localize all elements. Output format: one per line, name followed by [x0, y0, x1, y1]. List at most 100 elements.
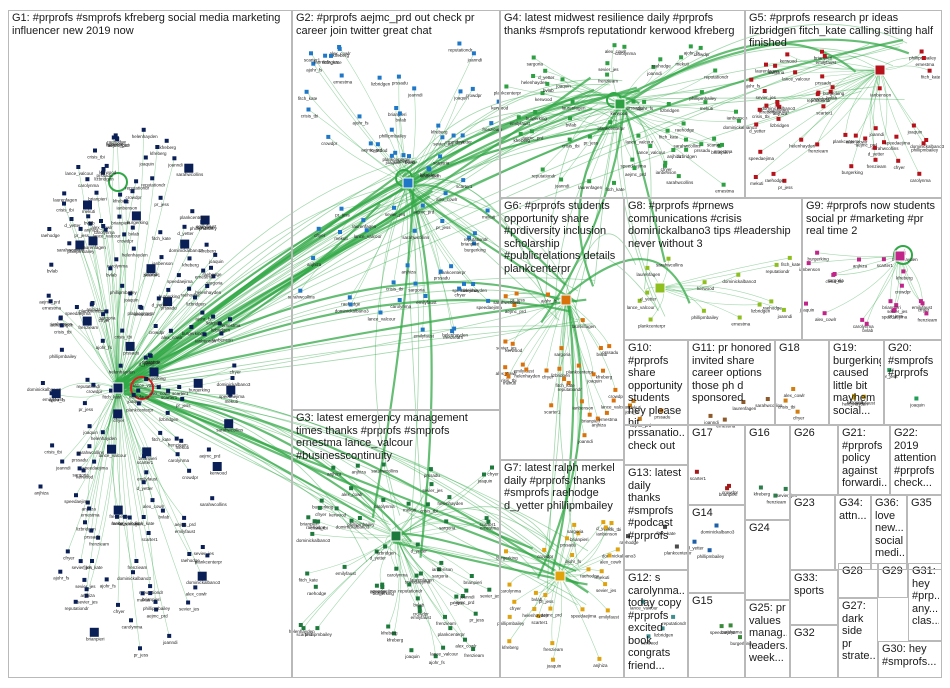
node-g4[interactable]	[703, 100, 708, 105]
node-g2[interactable]	[316, 226, 321, 231]
node-g3[interactable]	[342, 564, 347, 569]
node-g1[interactable]	[193, 295, 197, 300]
node-g2[interactable]	[457, 286, 462, 291]
node-g9[interactable]	[924, 311, 929, 316]
node-g2[interactable]	[460, 133, 465, 138]
node-g7[interactable]	[570, 553, 575, 557]
node-g1[interactable]	[219, 331, 224, 336]
node-g1[interactable]	[128, 291, 133, 296]
node-g1[interactable]	[88, 236, 98, 246]
node-g4[interactable]	[688, 44, 693, 49]
node-g7[interactable]	[507, 582, 512, 587]
node-g8[interactable]	[781, 307, 786, 312]
node-g1[interactable]	[38, 484, 43, 489]
node-g2[interactable]	[472, 231, 477, 236]
node-g1[interactable]	[228, 392, 233, 397]
node-g4[interactable]	[631, 99, 636, 104]
node-g1[interactable]	[116, 602, 120, 607]
node-g2[interactable]	[472, 241, 476, 246]
node-g1[interactable]	[76, 451, 81, 456]
node-g7[interactable]	[551, 657, 555, 662]
node-g6[interactable]	[559, 346, 564, 351]
node-g6[interactable]	[514, 291, 519, 296]
node-g1[interactable]	[84, 593, 89, 598]
node-g9[interactable]	[918, 299, 923, 304]
node-g1[interactable]	[94, 190, 99, 195]
node-g8[interactable]	[769, 299, 774, 304]
node-g5[interactable]	[863, 136, 868, 141]
node-g3[interactable]	[433, 654, 438, 659]
node-g9[interactable]	[901, 269, 906, 274]
node-g1[interactable]	[175, 452, 180, 457]
node-g2[interactable]	[449, 264, 454, 269]
node-g1[interactable]	[159, 255, 164, 260]
node-g8[interactable]	[701, 308, 706, 313]
node-g4[interactable]	[684, 137, 688, 142]
hub-node-g6[interactable]	[560, 294, 572, 306]
node-g5[interactable]	[921, 56, 926, 60]
node-g1[interactable]	[131, 570, 135, 575]
node-g15[interactable]	[719, 624, 724, 629]
node-g7[interactable]	[550, 641, 555, 646]
node-g1[interactable]	[100, 338, 105, 343]
node-g4[interactable]	[608, 120, 613, 125]
node-g3[interactable]	[301, 626, 306, 631]
node-g3[interactable]	[447, 495, 452, 500]
node-g2[interactable]	[389, 127, 394, 132]
node-g1[interactable]	[187, 468, 192, 473]
node-g5[interactable]	[775, 102, 780, 107]
node-g1[interactable]	[184, 163, 194, 173]
node-g1[interactable]	[217, 321, 222, 326]
node-g1[interactable]	[88, 221, 93, 226]
node-g2[interactable]	[306, 107, 311, 112]
node-g4[interactable]	[612, 43, 617, 48]
node-g8[interactable]	[736, 272, 741, 277]
node-g11[interactable]	[722, 417, 727, 422]
node-g2[interactable]	[396, 74, 401, 79]
node-g6[interactable]	[562, 377, 567, 381]
node-g2[interactable]	[304, 89, 309, 94]
node-g6[interactable]	[546, 292, 550, 297]
node-g3[interactable]	[441, 645, 446, 650]
node-g4[interactable]	[587, 134, 592, 139]
node-g1[interactable]	[180, 396, 185, 401]
node-g4[interactable]	[533, 110, 538, 114]
node-g8[interactable]	[774, 262, 779, 267]
node-g1[interactable]	[210, 496, 215, 501]
node-g2[interactable]	[377, 75, 382, 80]
node-g2[interactable]	[348, 302, 353, 307]
node-g3[interactable]	[317, 505, 322, 510]
node-g3[interactable]	[383, 544, 388, 549]
node-g1[interactable]	[167, 633, 172, 638]
hub-node-g3[interactable]	[390, 530, 402, 542]
node-g7[interactable]	[597, 656, 602, 661]
node-g7[interactable]	[605, 608, 610, 613]
node-g3[interactable]	[407, 582, 412, 587]
node-g1[interactable]	[47, 227, 52, 231]
node-g2[interactable]	[309, 51, 313, 56]
node-g3[interactable]	[312, 519, 317, 524]
node-g1[interactable]	[101, 167, 106, 171]
node-g4[interactable]	[636, 133, 641, 138]
node-g4[interactable]	[699, 142, 704, 147]
node-g1[interactable]	[85, 177, 90, 182]
node-g5[interactable]	[758, 149, 763, 154]
node-g3[interactable]	[484, 516, 489, 521]
node-g1[interactable]	[104, 309, 109, 314]
node-g2[interactable]	[401, 153, 406, 158]
node-g6[interactable]	[598, 346, 603, 350]
node-g1[interactable]	[90, 559, 94, 563]
node-g15[interactable]	[738, 635, 742, 640]
node-g4[interactable]	[737, 118, 741, 123]
node-g1[interactable]	[73, 599, 78, 604]
node-g12[interactable]	[646, 634, 651, 639]
node-g1[interactable]	[189, 325, 194, 329]
node-g8[interactable]	[787, 255, 792, 260]
node-g2[interactable]	[339, 73, 344, 78]
node-g2[interactable]	[407, 154, 411, 159]
node-g1[interactable]	[228, 317, 232, 322]
node-g4[interactable]	[663, 163, 667, 168]
node-g10[interactable]	[659, 408, 664, 413]
node-g3[interactable]	[310, 531, 315, 536]
node-g3[interactable]	[374, 549, 379, 554]
